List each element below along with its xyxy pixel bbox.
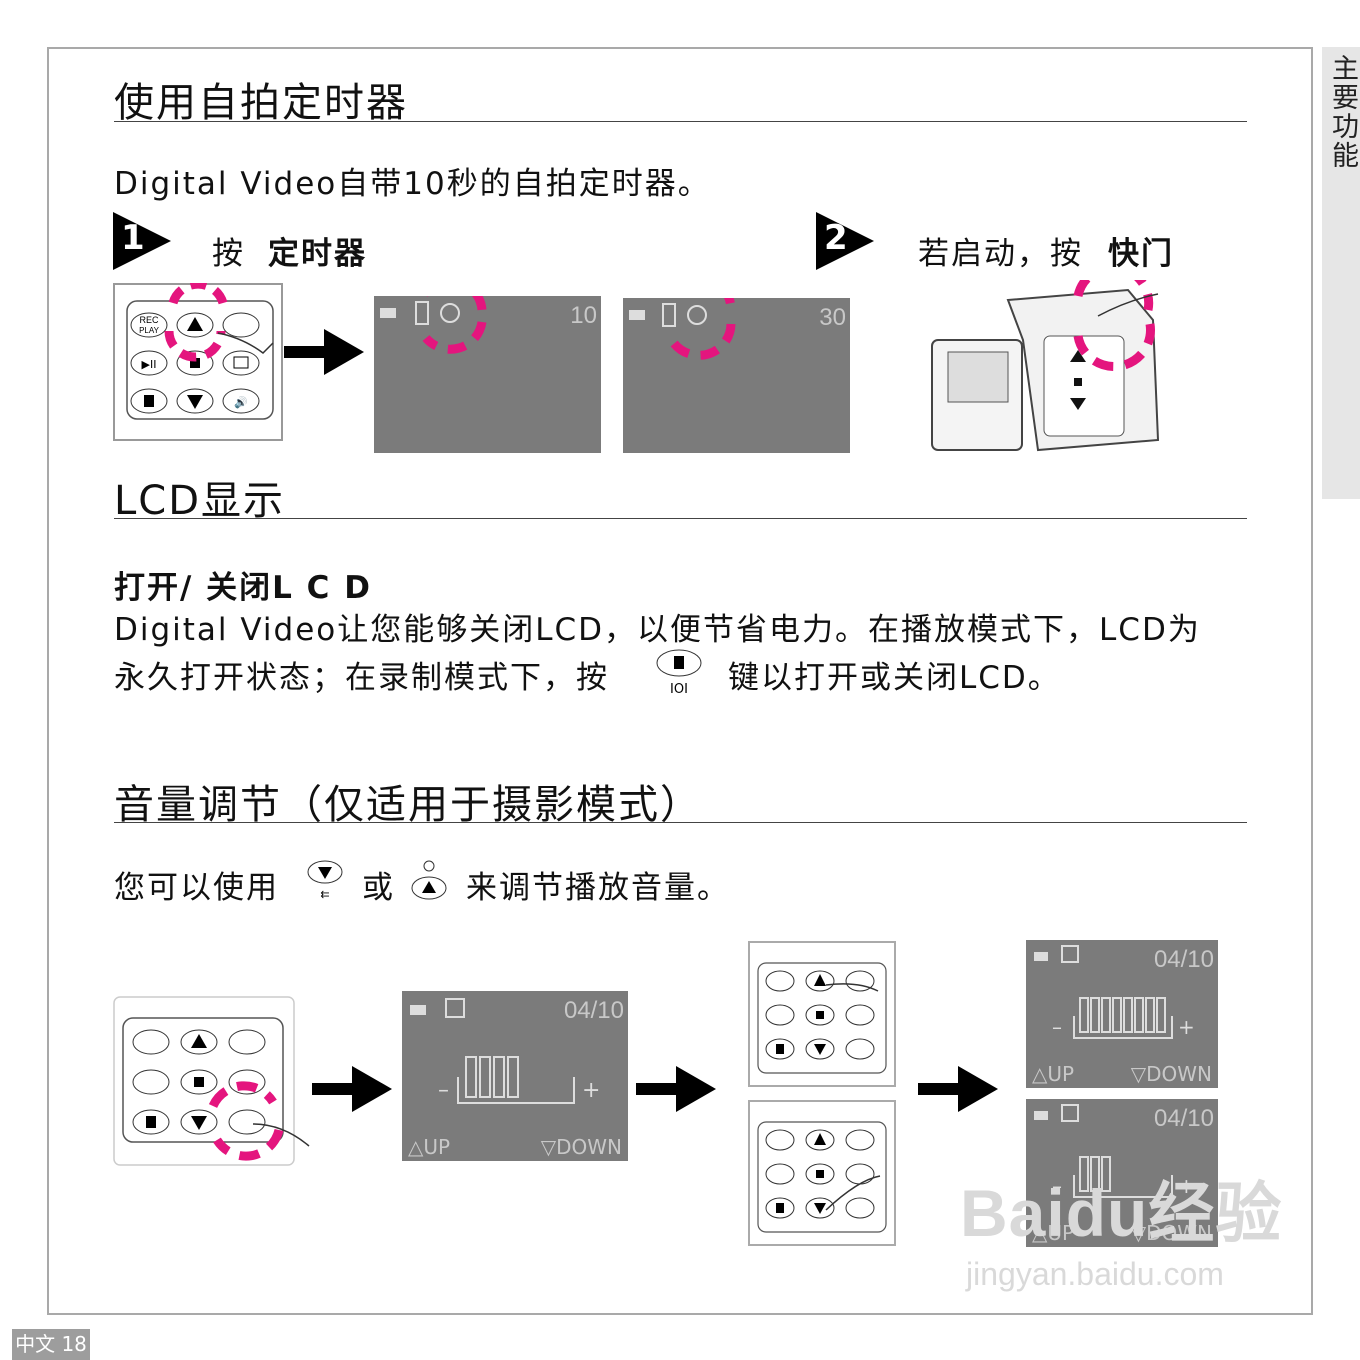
svg-text:⇇: ⇇ <box>320 888 329 901</box>
svg-text:–: – <box>1052 1174 1062 1198</box>
timer-heading: 使用自拍定时器 <box>114 80 408 126</box>
lcd-up-label: △UP <box>1032 1221 1075 1245</box>
delete-lcd-button-icon: IOI <box>656 649 702 696</box>
rec-label: REC <box>139 315 159 325</box>
lcd-paragraph-line2-a: 永久打开状态；在录制模式下，按 <box>114 660 609 696</box>
keypad-down-press-illustration <box>748 1100 896 1246</box>
timer-intro: Digital Video自带10秒的自拍定时器。 <box>114 166 711 202</box>
keypad-timer-illustration: REC PLAY ▶II 🔊 <box>113 283 283 441</box>
step-2-prefix: 若启动，按 <box>918 236 1083 272</box>
volume-rule <box>114 822 1247 823</box>
watermark-url: jingyan.baidu.com <box>966 1256 1224 1292</box>
svg-text:–: – <box>438 1078 449 1103</box>
arrow-right-icon <box>636 1066 716 1112</box>
svg-text:▶II: ▶II <box>142 358 157 371</box>
play-label: PLAY <box>139 326 160 335</box>
side-tab <box>1322 47 1360 499</box>
arrow-right-icon <box>918 1066 998 1112</box>
keypad-up-press-illustration <box>748 941 896 1087</box>
svg-text:–: – <box>1052 1015 1062 1039</box>
lcd-volume-count: 04/10 <box>563 997 624 1024</box>
svg-text:IOI: IOI <box>670 682 688 696</box>
lcd-subheading: 打开/ 关闭L C D <box>114 570 372 606</box>
lcd-up-label: △UP <box>408 1135 451 1159</box>
volume-text-a: 您可以使用 <box>114 870 279 906</box>
down-button-icon: ⇇ <box>307 860 343 901</box>
side-tab-label: 主要功能 <box>1327 54 1358 170</box>
step-1-label: 定时器 <box>268 236 367 272</box>
arrow-right-icon <box>284 329 364 375</box>
lcd-paragraph-line1: Digital Video让您能够关闭LCD，以便节省电力。在播放模式下，LCD… <box>114 612 1201 648</box>
step-1-prefix: 按 <box>212 236 245 272</box>
lcd-heading: LCD显示 <box>114 478 286 524</box>
timer-rule <box>114 121 1247 122</box>
lcd-timer-count: 10 <box>570 302 597 329</box>
step-2-label: 快门 <box>1108 236 1174 272</box>
lcd-paragraph-line2-b: 键以打开或关闭LCD。 <box>728 660 1061 696</box>
lcd-volume-screen: – + 04/10 △UP ▽DOWN <box>402 991 628 1161</box>
lcd-photo-count: 30 <box>819 304 846 331</box>
keypad-volume-illustration <box>113 996 313 1168</box>
svg-text:🔊: 🔊 <box>234 395 248 409</box>
lcd-volume-down-count: 04/10 <box>1153 1105 1214 1132</box>
svg-text:+: + <box>1178 1015 1195 1039</box>
page-number: 中文 18 <box>12 1329 90 1360</box>
lcd-volume-up-screen: – + 04/10 △UP ▽DOWN <box>1026 940 1218 1088</box>
page-frame <box>47 47 1313 1315</box>
arrow-right-icon <box>312 1066 392 1112</box>
camcorder-illustration <box>931 280 1160 452</box>
lcd-screen-video-timer: 10 <box>374 296 601 453</box>
lcd-down-label: ▽DOWN <box>1130 1221 1212 1245</box>
step-1-arrow-icon <box>113 212 171 270</box>
lcd-down-label: ▽DOWN <box>540 1135 622 1159</box>
step-2-arrow-icon <box>816 212 874 270</box>
watermark: Baidu经验 jingyan.baidu.com <box>960 1160 1282 1293</box>
volume-text-c: 来调节播放音量。 <box>466 870 730 906</box>
step-1-number: 1 <box>121 218 147 258</box>
volume-heading: 音量调节（仅适用于摄影模式） <box>114 782 702 828</box>
lcd-volume-up-count: 04/10 <box>1153 946 1214 973</box>
step-2-number: 2 <box>824 218 850 258</box>
lcd-screen-photo-timer: 30 <box>623 298 850 453</box>
svg-text:+: + <box>582 1078 600 1103</box>
watermark-main: Baidu经验 <box>960 1176 1283 1250</box>
lcd-rule <box>114 518 1247 519</box>
up-button-icon <box>411 860 447 900</box>
lcd-up-label: △UP <box>1032 1062 1075 1086</box>
lcd-volume-down-screen: – + 04/10 △UP ▽DOWN <box>1026 1099 1218 1247</box>
svg-text:+: + <box>1178 1174 1195 1198</box>
volume-text-b: 或 <box>362 870 395 906</box>
lcd-down-label: ▽DOWN <box>1130 1062 1212 1086</box>
